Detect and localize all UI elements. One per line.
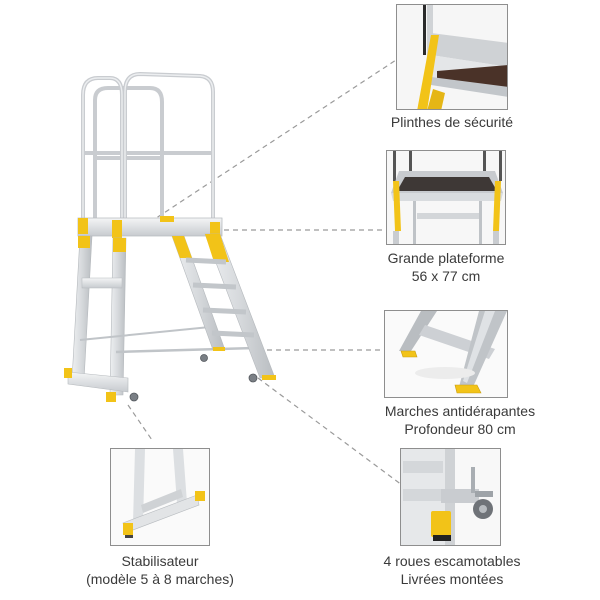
caption-line: 4 roues escamotables — [383, 553, 521, 569]
caption-line: Stabilisateur — [121, 553, 199, 569]
caption-line: 56 x 77 cm — [411, 268, 481, 284]
caption-plateforme: Grande plateforme 56 x 77 cm — [364, 249, 528, 285]
caption-line: Marches antidérapantes — [384, 403, 536, 419]
caption-line: Profondeur 80 cm — [404, 421, 516, 437]
caption-line: Livrées montées — [400, 571, 504, 587]
caption-line: (modèle 5 à 8 marches) — [86, 571, 234, 587]
caption-line: Grande plateforme — [387, 250, 505, 266]
feature-image-plateforme — [386, 150, 506, 245]
guardrail — [81, 71, 215, 224]
caption-plinthes: Plinthes de sécurité — [370, 113, 534, 131]
feature-image-marches — [384, 310, 508, 398]
caption-line: Plinthes de sécurité — [390, 114, 514, 130]
caption-marches: Marches antidérapantes Profondeur 80 cm — [370, 402, 550, 438]
wheel-icons — [129, 354, 258, 402]
feature-image-plinthes — [396, 4, 508, 110]
caption-stabilisateur: Stabilisateur (modèle 5 à 8 marches) — [70, 552, 250, 588]
feature-image-roues — [400, 448, 501, 546]
feature-image-stabilisateur — [110, 448, 210, 546]
caption-roues: 4 roues escamotables Livrées montées — [370, 552, 534, 588]
callout-lines — [127, 59, 403, 486]
